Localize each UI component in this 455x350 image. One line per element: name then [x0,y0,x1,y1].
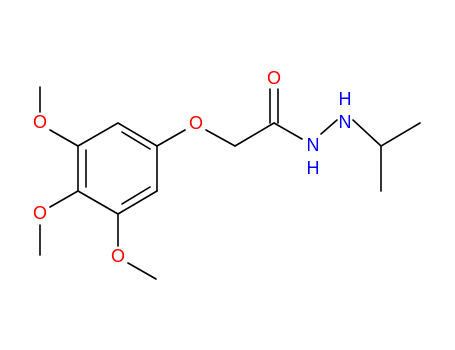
amide-hydrogen-label: H [307,158,320,178]
ring-bond [77,190,119,215]
ring-double-bond [121,186,151,205]
isopropyl-bond [352,119,382,147]
ring-bond [117,190,158,215]
isopropyl-hydrogen-label: H [339,89,352,109]
methoxy-bond [127,262,157,280]
ether-oxygen-label: O [189,113,203,133]
ring-bond [77,122,119,147]
hydrazine-bond [320,119,338,135]
isopropyl-nitrogen-label: N [339,112,352,132]
amide-bond [273,122,303,140]
methoxy-oxygen-label: O [33,203,47,223]
carbonyl-oxygen-label: O [267,68,281,88]
ring-double-bond [121,131,151,150]
ring-bond [117,122,158,147]
methoxy-oxygen-label: O [111,246,125,266]
ether-bond [205,129,236,147]
ether-bond [156,129,186,147]
methoxy-oxygen-label: O [33,112,47,132]
isopropyl-bond [380,122,421,147]
methoxy-bond [49,129,79,147]
chain-bond [234,122,275,147]
amide-nitrogen-label: N [307,135,320,155]
methoxy-bond [49,190,79,208]
